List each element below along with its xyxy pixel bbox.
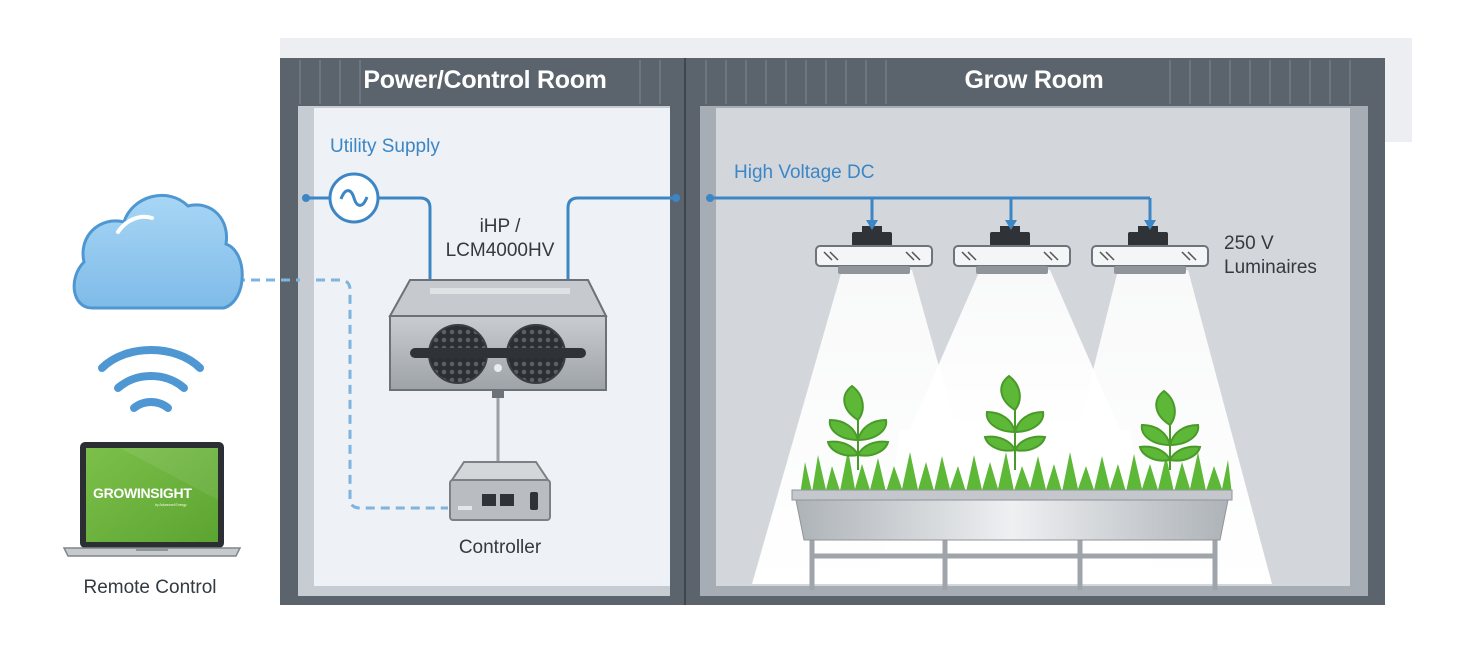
- wire-arrowheads: [302, 194, 1156, 230]
- light-beam-2: [910, 270, 1120, 430]
- controller-label: Controller: [458, 537, 542, 558]
- grow-tray: [791, 374, 1233, 590]
- wifi-icon: [98, 346, 204, 412]
- grass: [800, 450, 1232, 495]
- luminaires-label-line2: Luminaires: [1224, 257, 1317, 278]
- luminaire-3: [1091, 226, 1209, 274]
- power-wiring: [306, 196, 1152, 285]
- growinsight-logo: GROWINSIGHT by Advanced Energy: [93, 485, 213, 507]
- high-voltage-dc-label: High Voltage DC: [734, 162, 875, 183]
- growinsight-logo-text: GROWINSIGHT: [93, 485, 192, 501]
- controller-device: [449, 461, 551, 521]
- tray-legs: [809, 540, 1218, 590]
- grow-room-title: Grow Room: [964, 66, 1104, 94]
- power-control-room-title: Power/Control Room: [363, 66, 607, 94]
- cloud-highlight: [116, 214, 154, 234]
- luminaire-1: [815, 226, 933, 274]
- remote-control-label: Remote Control: [83, 577, 217, 598]
- luminaires-label-line1: 250 V: [1224, 233, 1274, 254]
- ihp-power-unit: [388, 279, 608, 398]
- tray-basin: [795, 499, 1229, 541]
- plant-2: [983, 374, 1047, 470]
- control-wiring: [236, 278, 448, 510]
- plant-1: [826, 384, 890, 470]
- tray-rim: [791, 489, 1233, 501]
- ihp-label-line1: iHP /: [479, 216, 521, 237]
- ihp-label-line2: LCM4000HV: [445, 240, 555, 261]
- wall-siding: [299, 60, 1351, 104]
- utility-supply-label: Utility Supply: [330, 136, 440, 157]
- luminaire-2: [953, 226, 1071, 274]
- ac-source-icon: [328, 172, 380, 224]
- laptop-icon: [62, 442, 242, 557]
- cloud-icon: [72, 194, 244, 310]
- plant-3: [1138, 389, 1202, 470]
- growinsight-tagline: by Advanced Energy: [155, 502, 187, 507]
